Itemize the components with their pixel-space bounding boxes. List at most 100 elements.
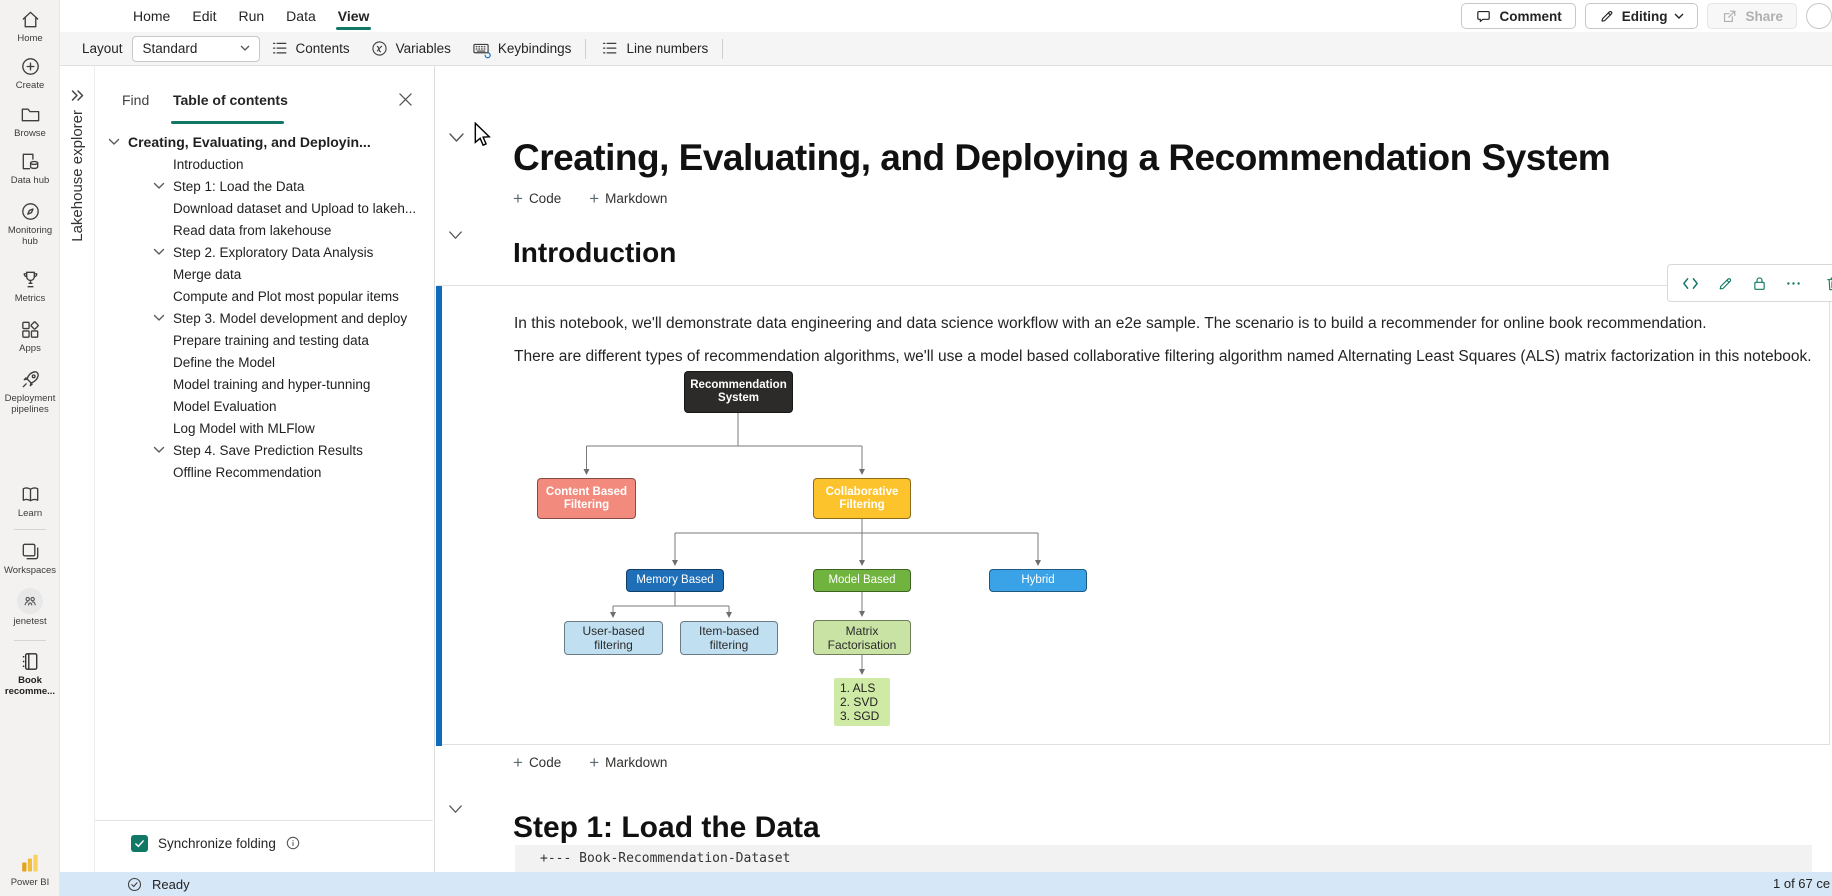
sidebar-item-apps[interactable]: Apps xyxy=(0,318,60,354)
toc-item[interactable]: Step 1: Load the Data xyxy=(95,175,433,197)
share-button[interactable]: Share xyxy=(1707,3,1797,29)
collapse-section-chevron-icon[interactable] xyxy=(448,230,463,241)
sidebar-item-learn[interactable]: Learn xyxy=(0,483,60,519)
toc-item[interactable]: Define the Model xyxy=(95,351,433,373)
diagram-node-label: Model Based xyxy=(828,574,896,586)
chevron-down-icon[interactable] xyxy=(153,180,165,192)
account-button[interactable] xyxy=(1806,3,1832,29)
chevron-down-icon[interactable] xyxy=(153,312,165,324)
keybindings-button[interactable]: Keybindings xyxy=(461,32,582,66)
sidebar-item-monitoring-hub[interactable]: Monitoring hub xyxy=(0,200,60,247)
diagram-node-recommendation-system: Recommendation System xyxy=(684,371,793,413)
menu-view[interactable]: View xyxy=(327,0,381,32)
add-code-button[interactable]: + Code xyxy=(513,754,561,771)
view-toolbar: Layout Standard Contents Variables Keybi… xyxy=(60,32,1832,66)
layout-select[interactable]: Standard xyxy=(131,35,260,62)
variables-button[interactable]: Variables xyxy=(360,32,461,66)
comment-icon xyxy=(1477,10,1491,22)
more-options-icon[interactable] xyxy=(1785,275,1802,292)
sidebar-item-workspaces[interactable]: Workspaces xyxy=(0,540,60,576)
diagram-node-hybrid: Hybrid xyxy=(989,569,1087,592)
menu-home[interactable]: Home xyxy=(133,8,171,24)
plus-icon: + xyxy=(513,752,523,772)
sidebar-item-book-notebook[interactable]: Book recomme... xyxy=(0,650,60,697)
info-icon[interactable] xyxy=(286,836,300,850)
sidebar-item-power-bi[interactable]: Power BI xyxy=(0,851,60,888)
toc-item-label: Model Evaluation xyxy=(173,398,277,414)
code-cell-output[interactable]: +--- Book-Recommendation-Dataset xyxy=(515,845,1812,872)
sidebar-item-data-hub[interactable]: Data hub xyxy=(0,150,60,186)
add-code-button[interactable]: + Code xyxy=(513,190,561,207)
synchronize-folding-checkbox[interactable] xyxy=(131,834,148,852)
collapse-section-chevron-icon[interactable] xyxy=(448,804,463,815)
toc-item[interactable]: Log Model with MLFlow xyxy=(95,417,433,439)
toc-item[interactable]: Step 3. Model development and deploy xyxy=(95,307,433,329)
toc-item-label: Download dataset and Upload to lakeh... xyxy=(173,200,417,216)
toc-item[interactable]: Creating, Evaluating, and Deployin... xyxy=(95,131,433,153)
toc-item[interactable]: Offline Recommendation xyxy=(95,461,433,483)
sidebar-item-metrics[interactable]: Metrics xyxy=(0,268,60,304)
add-markdown-button[interactable]: + Markdown xyxy=(589,190,667,207)
line-numbers-button[interactable]: Line numbers xyxy=(590,32,718,66)
ready-status-label: Ready xyxy=(152,876,190,892)
markdown-cell[interactable]: In this notebook, we'll demonstrate data… xyxy=(436,285,1830,746)
lakehouse-explorer-label[interactable]: Lakehouse explorer xyxy=(69,110,86,242)
contents-list-icon xyxy=(272,42,286,54)
status-bar: Ready 1 of 67 ce xyxy=(60,872,1832,896)
sidebar-item-label: Data hub xyxy=(10,175,50,186)
delete-cell-icon[interactable] xyxy=(1825,275,1832,292)
toc-item-label: Offline Recommendation xyxy=(173,464,322,480)
add-markdown-button[interactable]: + Markdown xyxy=(589,754,667,771)
close-icon[interactable] xyxy=(399,93,412,106)
toc-item[interactable]: Prepare training and testing data xyxy=(95,329,433,351)
expand-explorer-icon[interactable] xyxy=(70,88,85,103)
toc-item[interactable]: Step 4. Save Prediction Results xyxy=(95,439,433,461)
editing-mode-button[interactable]: Editing xyxy=(1584,3,1699,29)
diagram-node-label: Hybrid xyxy=(1021,574,1055,586)
chevron-down-icon[interactable] xyxy=(153,444,165,456)
menu-run[interactable]: Run xyxy=(238,8,265,24)
toc-item[interactable]: Download dataset and Upload to lakeh... xyxy=(95,197,433,219)
toc-item[interactable]: Merge data xyxy=(95,263,433,285)
sidebar-item-home[interactable]: Home xyxy=(0,8,60,44)
compass-icon xyxy=(21,203,39,220)
line-numbers-button-label: Line numbers xyxy=(626,41,709,56)
plus-icon: + xyxy=(589,188,600,208)
menu-data[interactable]: Data xyxy=(286,8,316,24)
line-numbers-icon xyxy=(603,42,617,54)
contents-toggle-button[interactable]: Contents xyxy=(260,32,360,66)
rocket-icon xyxy=(22,371,39,388)
menu-items: Home Edit Run Data View xyxy=(122,0,380,32)
code-output-line: +--- Book-Recommendation-Dataset xyxy=(540,851,791,866)
tab-table-of-contents[interactable]: Table of contents xyxy=(173,92,288,108)
lock-cell-icon[interactable] xyxy=(1751,275,1768,292)
toc-item[interactable]: Model training and hyper-tunning xyxy=(95,373,433,395)
create-icon xyxy=(21,58,39,75)
section-heading-step1: Step 1: Load the Data xyxy=(513,810,820,844)
ready-check-icon xyxy=(127,877,142,891)
sidebar-item-deployment-pipelines[interactable]: Deployment pipelines xyxy=(0,368,60,415)
collapse-title-chevron-icon[interactable] xyxy=(448,132,465,144)
toc-item[interactable]: Introduction xyxy=(95,153,433,175)
rail-divider xyxy=(14,529,46,530)
sidebar-item-jenetest[interactable]: jenetest xyxy=(0,588,60,627)
convert-to-code-icon[interactable] xyxy=(1681,274,1700,293)
sidebar-item-browse[interactable]: Browse xyxy=(0,103,60,139)
edit-cell-icon[interactable] xyxy=(1717,275,1734,292)
comment-button[interactable]: Comment xyxy=(1461,3,1576,29)
chevron-down-icon[interactable] xyxy=(153,246,165,258)
diagram-node-label: 2. SVD xyxy=(840,694,879,709)
sidebar-item-create[interactable]: Create xyxy=(0,55,60,91)
diagram-node-item-based: Item-based filtering xyxy=(680,621,778,655)
chevron-down-icon[interactable] xyxy=(108,136,120,148)
toc-item-label: Creating, Evaluating, and Deployin... xyxy=(128,134,371,150)
menu-edit[interactable]: Edit xyxy=(192,8,217,24)
recommendation-system-diagram: Recommendation System Content Based Filt… xyxy=(528,369,1098,729)
toc-item-label: Model training and hyper-tunning xyxy=(173,376,371,392)
toc-item[interactable]: Compute and Plot most popular items xyxy=(95,285,433,307)
toc-item[interactable]: Model Evaluation xyxy=(95,395,433,417)
toc-item[interactable]: Read data from lakehouse xyxy=(95,219,433,241)
toc-item[interactable]: Step 2. Exploratory Data Analysis xyxy=(95,241,433,263)
toolbar-separator xyxy=(585,38,587,59)
tab-find[interactable]: Find xyxy=(122,92,150,108)
